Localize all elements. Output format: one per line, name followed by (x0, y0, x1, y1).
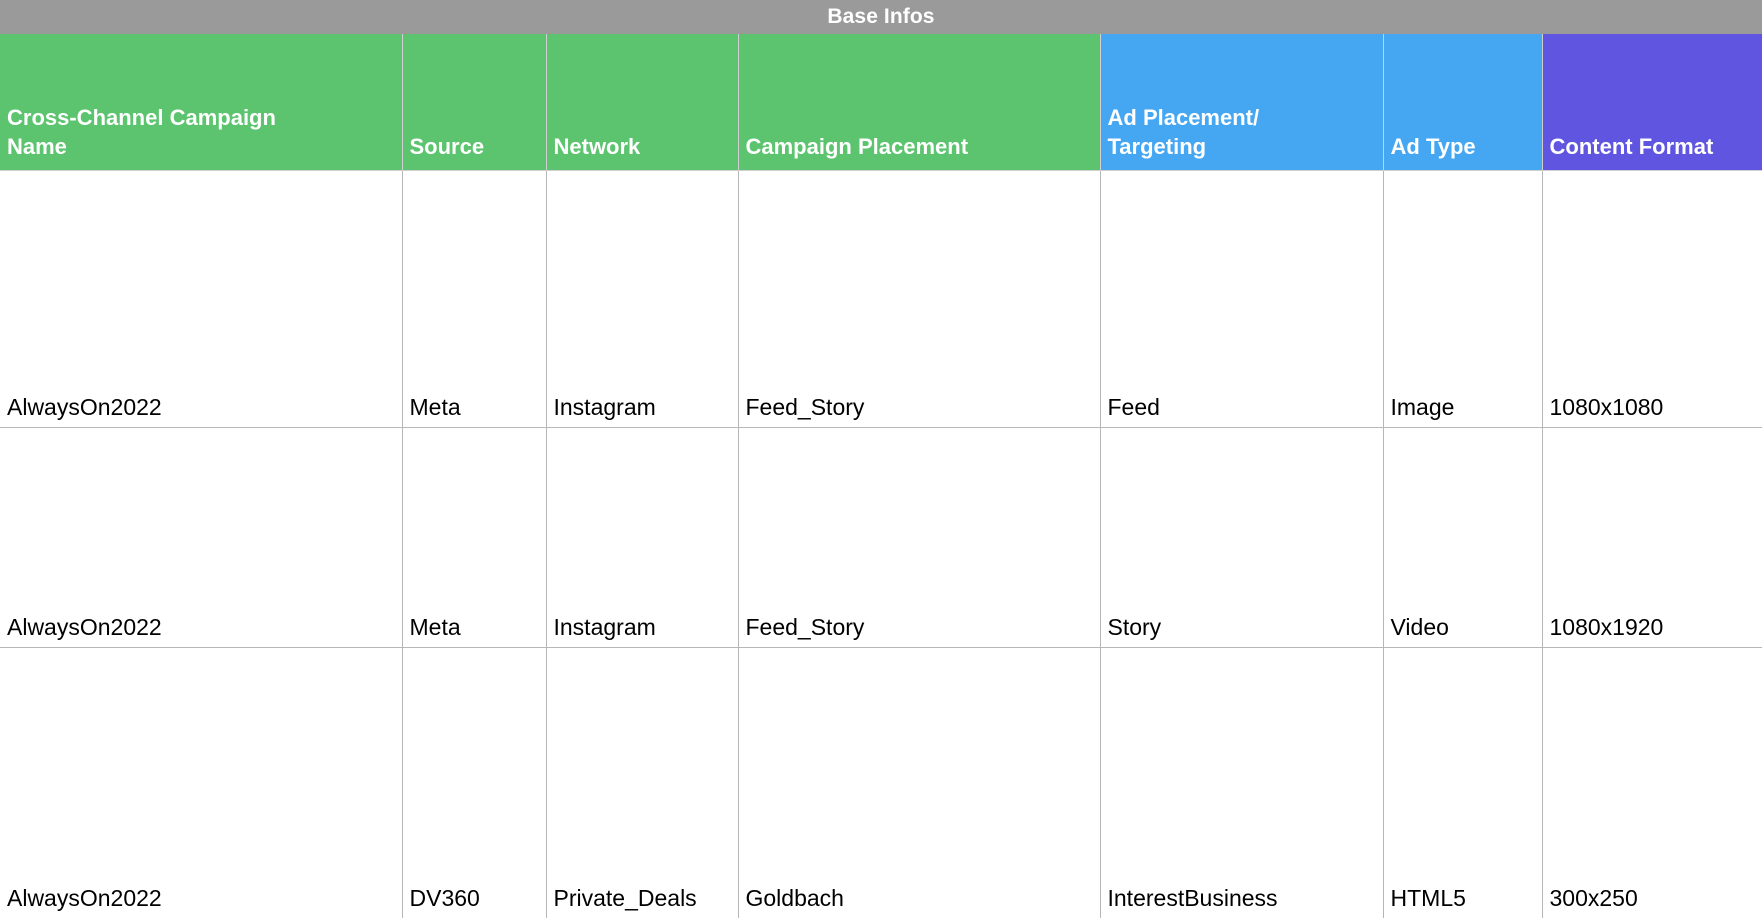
cell-source[interactable]: DV360 (401, 647, 547, 918)
cell-campaign-placement[interactable]: Feed_Story (737, 427, 1101, 648)
cell-campaign-name[interactable]: AlwaysOn2022 (0, 647, 403, 918)
cell-network[interactable]: Instagram (545, 427, 739, 648)
column-header-network[interactable]: Network (545, 34, 739, 171)
column-header-source[interactable]: Source (401, 34, 547, 171)
cell-campaign-name[interactable]: AlwaysOn2022 (0, 427, 403, 648)
cell-campaign-placement[interactable]: Goldbach (737, 647, 1101, 918)
cell-campaign-name[interactable]: AlwaysOn2022 (0, 170, 403, 428)
table-row: AlwaysOn2022 DV360 Private_Deals Goldbac… (0, 647, 1762, 918)
cell-ad-placement-targeting[interactable]: Feed (1099, 170, 1384, 428)
cell-ad-type[interactable]: HTML5 (1382, 647, 1543, 918)
cell-ad-type[interactable]: Video (1382, 427, 1543, 648)
cell-source[interactable]: Meta (401, 170, 547, 428)
cell-content-format[interactable]: 300x250 (1541, 647, 1762, 918)
cell-campaign-placement[interactable]: Feed_Story (737, 170, 1101, 428)
column-header-ad-placement-targeting[interactable]: Ad Placement/ Targeting (1099, 34, 1384, 171)
base-infos-table: Cross-Channel Campaign Name Source Netwo… (0, 34, 1762, 918)
column-header-cross-channel-campaign-name[interactable]: Cross-Channel Campaign Name (0, 34, 403, 171)
cell-ad-placement-targeting[interactable]: InterestBusiness (1099, 647, 1384, 918)
column-header-ad-type[interactable]: Ad Type (1382, 34, 1543, 171)
table-header-row: Cross-Channel Campaign Name Source Netwo… (0, 34, 1762, 171)
cell-network[interactable]: Instagram (545, 170, 739, 428)
cell-ad-type[interactable]: Image (1382, 170, 1543, 428)
cell-network[interactable]: Private_Deals (545, 647, 739, 918)
column-header-content-format[interactable]: Content Format (1541, 34, 1762, 171)
cell-source[interactable]: Meta (401, 427, 547, 648)
table-row: AlwaysOn2022 Meta Instagram Feed_Story S… (0, 427, 1762, 648)
base-infos-banner: Base Infos (0, 0, 1762, 34)
cell-content-format[interactable]: 1080x1080 (1541, 170, 1762, 428)
cell-ad-placement-targeting[interactable]: Story (1099, 427, 1384, 648)
column-header-campaign-placement[interactable]: Campaign Placement (737, 34, 1101, 171)
table-row: AlwaysOn2022 Meta Instagram Feed_Story F… (0, 170, 1762, 428)
banner-title: Base Infos (827, 5, 935, 28)
cell-content-format[interactable]: 1080x1920 (1541, 427, 1762, 648)
